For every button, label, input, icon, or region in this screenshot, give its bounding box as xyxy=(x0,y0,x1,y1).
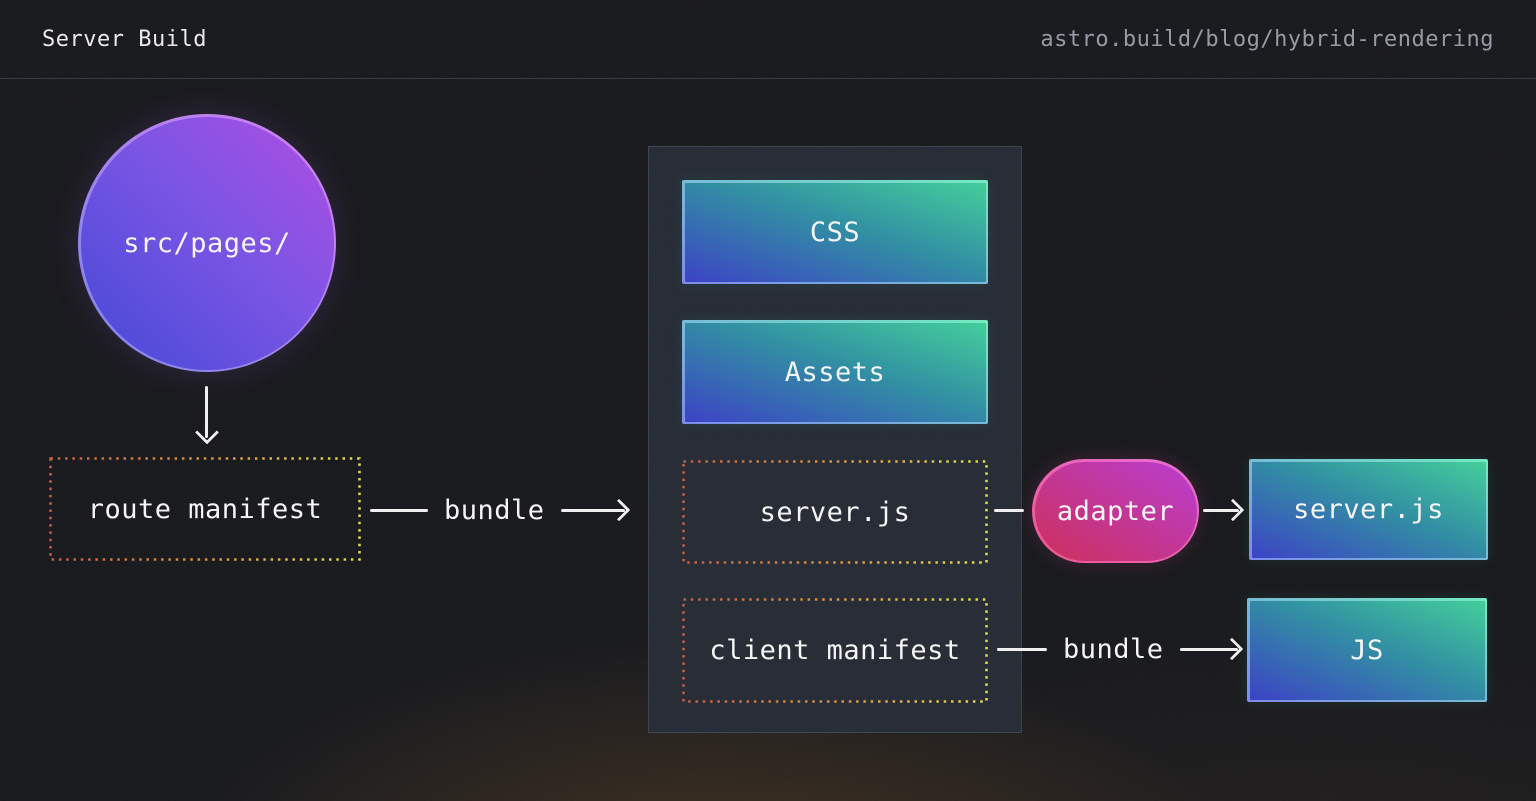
node-js-output: JS xyxy=(1247,598,1487,702)
arrow-right-icon xyxy=(1179,647,1238,651)
node-route-manifest: route manifest xyxy=(49,457,361,561)
connector-bundle-top-label: bundle xyxy=(444,494,545,526)
connector-line-server-adapter xyxy=(994,508,1024,512)
connector-line xyxy=(370,508,428,512)
node-js-output-fill: JS xyxy=(1249,600,1485,700)
node-server-js-output: server.js xyxy=(1249,459,1488,560)
node-server-js-intermediate: server.js xyxy=(682,460,988,564)
connector-bundle-bottom-label: bundle xyxy=(1063,633,1164,665)
node-src-pages: src/pages/ xyxy=(78,114,336,372)
node-adapter-fill: adapter xyxy=(1034,461,1197,561)
node-adapter: adapter xyxy=(1032,459,1199,563)
build-output-panel: CSS Assets server.js client manifest xyxy=(648,146,1022,733)
node-client-manifest: client manifest xyxy=(682,598,988,703)
node-server-js-output-label: server.js xyxy=(1293,494,1444,525)
arrow-right-icon xyxy=(1203,508,1239,512)
node-js-output-label: JS xyxy=(1350,634,1384,666)
node-css-fill: CSS xyxy=(684,182,986,282)
node-adapter-label: adapter xyxy=(1056,495,1175,527)
node-css: CSS xyxy=(682,180,988,284)
node-src-pages-fill: src/pages/ xyxy=(80,116,334,370)
page-title: Server Build xyxy=(42,26,207,52)
connector-bundle-top: bundle xyxy=(370,487,625,533)
connector-bundle-bottom: bundle xyxy=(997,626,1238,672)
node-assets-label: Assets xyxy=(784,356,886,388)
connector-line xyxy=(997,647,1047,651)
dotted-border xyxy=(682,460,988,564)
arrow-right-icon xyxy=(560,508,625,512)
source-url-label: astro.build/blog/hybrid-rendering xyxy=(1040,26,1494,52)
node-assets: Assets xyxy=(682,320,988,424)
node-css-label: CSS xyxy=(809,216,861,248)
dotted-border xyxy=(682,598,988,703)
node-src-pages-label: src/pages/ xyxy=(123,227,291,259)
node-assets-fill: Assets xyxy=(684,322,986,422)
header-bar: Server Build astro.build/blog/hybrid-ren… xyxy=(0,0,1536,79)
node-server-js-output-fill: server.js xyxy=(1251,461,1486,558)
arrow-down-icon xyxy=(205,386,208,438)
dotted-border xyxy=(49,457,361,561)
